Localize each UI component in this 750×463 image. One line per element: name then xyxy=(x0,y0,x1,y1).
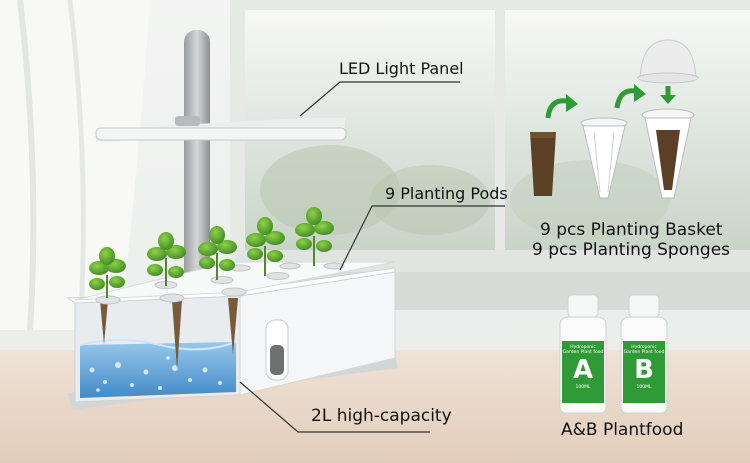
garden-device xyxy=(66,30,398,410)
plantfood-label: A&B Plantfood xyxy=(561,420,684,440)
bottle-a-volume: 100ML xyxy=(575,385,591,390)
curtain xyxy=(0,0,150,331)
planting-basket-label: 9 pcs Planting Basket xyxy=(540,220,723,240)
basil-plants xyxy=(89,207,334,298)
planting-kit xyxy=(530,39,699,199)
callout-lines xyxy=(239,81,505,433)
planting-pods-label: 9 Planting Pods xyxy=(385,184,508,203)
bottle-b-volume: 100ML xyxy=(636,385,652,390)
planting-sponges-label: 9 pcs Planting Sponges xyxy=(532,240,731,260)
bottle-a-letter: A xyxy=(572,355,594,385)
bottle-b-title: Hydroponic Garden Plant food xyxy=(623,345,665,355)
bottle-a-title: Hydroponic Garden Plant food xyxy=(562,345,604,355)
bottle-a-label: Hydroponic Garden Plant food A 100ML xyxy=(562,343,604,405)
capacity-label: 2L high-capacity xyxy=(311,406,452,426)
plantfood-bottles xyxy=(559,294,668,414)
bottle-b-letter: B xyxy=(634,355,654,385)
led-light-panel-label: LED Light Panel xyxy=(339,59,464,78)
bottle-b-label: Hydroponic Garden Plant food B 100ML xyxy=(623,343,665,405)
